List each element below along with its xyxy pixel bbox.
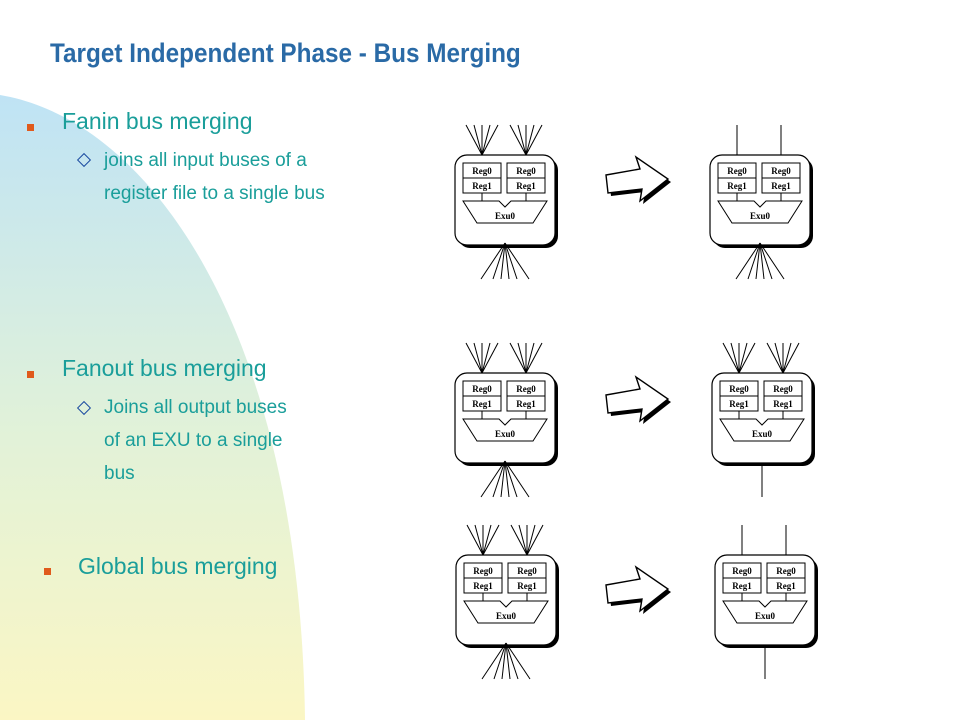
reg0-label: Reg0 <box>516 384 536 394</box>
global-heading: Global bus merging <box>78 553 278 579</box>
fanout-detail-line-1: Joins all output buses <box>104 397 287 418</box>
reg1-label: Reg1 <box>773 399 793 409</box>
reg1-label: Reg1 <box>472 181 492 191</box>
fanout-heading: Fanout bus merging <box>62 355 267 381</box>
fanin-heading: Fanin bus merging <box>62 108 253 134</box>
transform-arrow-icon <box>605 155 671 204</box>
reg0-label: Reg0 <box>727 166 747 176</box>
bullet-square-icon <box>44 568 51 575</box>
reg0-label: Reg0 <box>472 384 492 394</box>
exu-label: Exu0 <box>755 611 776 621</box>
reg0-label: Reg0 <box>473 566 493 576</box>
reg0-label: Reg0 <box>776 566 796 576</box>
reg0-label: Reg0 <box>732 566 752 576</box>
reg0-label: Reg0 <box>729 384 749 394</box>
reg1-label: Reg1 <box>516 181 536 191</box>
reg0-label: Reg0 <box>516 166 536 176</box>
bullet-square-icon <box>27 124 34 131</box>
reg1-label: Reg1 <box>516 399 536 409</box>
fanout-detail-line-3: bus <box>104 463 135 484</box>
reg1-label: Reg1 <box>729 399 749 409</box>
fanin-detail-line-2: register file to a single bus <box>104 183 325 204</box>
reg1-label: Reg1 <box>473 581 493 591</box>
reg0-label: Reg0 <box>472 166 492 176</box>
slide-title: Target Independent Phase - Bus Merging <box>50 38 521 68</box>
reg1-label: Reg1 <box>517 581 537 591</box>
reg0-label: Reg0 <box>773 384 793 394</box>
reg1-label: Reg1 <box>727 181 747 191</box>
reg0-label: Reg0 <box>517 566 537 576</box>
reg1-label: Reg1 <box>732 581 752 591</box>
reg1-label: Reg1 <box>771 181 791 191</box>
fanin-detail-line-1: joins all input buses of a <box>104 150 307 171</box>
exu-label: Exu0 <box>495 429 516 439</box>
reg0-label: Reg0 <box>771 166 791 176</box>
transform-arrow-icon <box>605 565 671 614</box>
bullet-square-icon <box>27 371 34 378</box>
exu-label: Exu0 <box>750 211 771 221</box>
reg1-label: Reg1 <box>472 399 492 409</box>
reg1-label: Reg1 <box>776 581 796 591</box>
exu-label: Exu0 <box>495 211 516 221</box>
exu-label: Exu0 <box>752 429 773 439</box>
exu-label: Exu0 <box>496 611 517 621</box>
transform-arrow-icon <box>605 375 671 424</box>
fanout-detail-line-2: of an EXU to a single <box>104 430 283 451</box>
